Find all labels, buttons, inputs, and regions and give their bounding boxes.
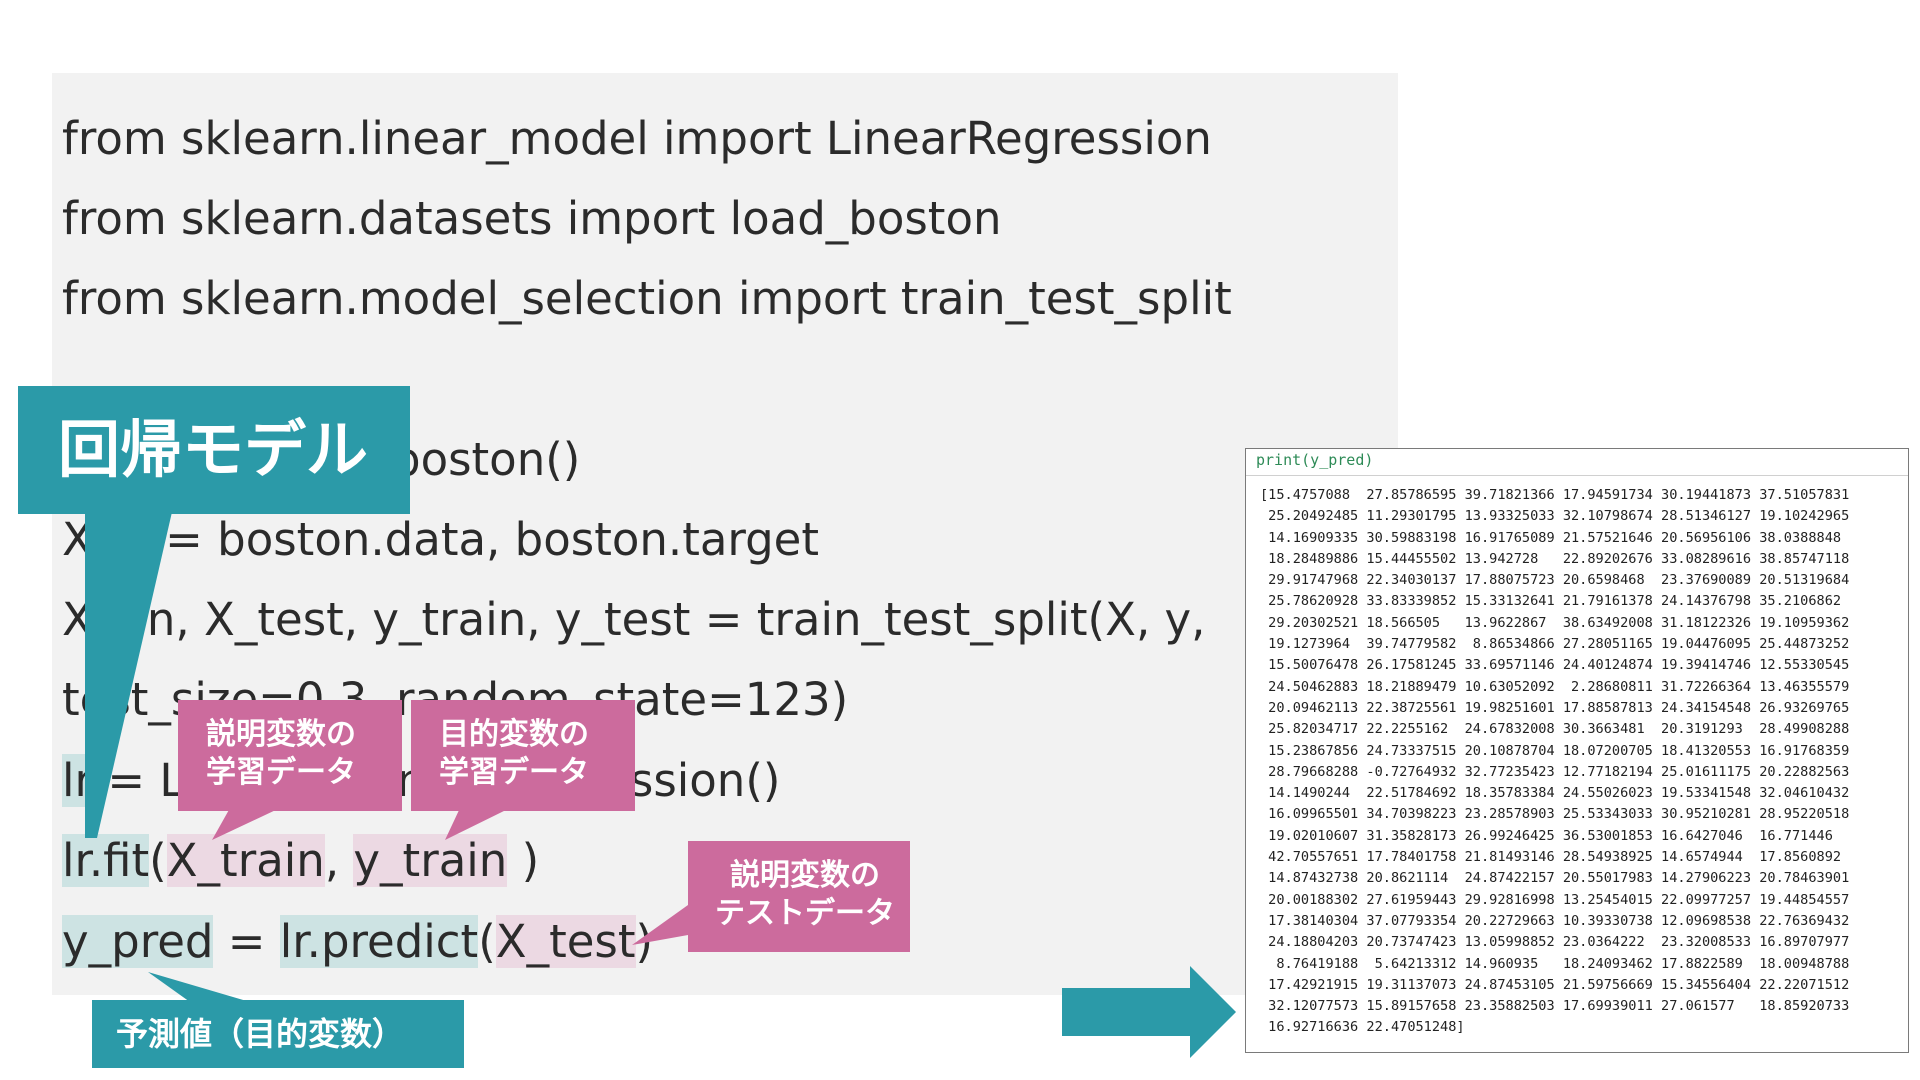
x-train-callout-line1: 説明変数の bbox=[206, 717, 356, 752]
output-line: 16.92716636 22.47051248] bbox=[1260, 1019, 1465, 1036]
output-line: 17.42921915 19.31137073 24.87453105 21.5… bbox=[1260, 976, 1850, 993]
output-line: 16.09965501 34.70398223 23.28578903 25.5… bbox=[1260, 806, 1850, 823]
x-train-callout-pointer bbox=[212, 808, 280, 840]
x-train-callout-line2: 学習データ bbox=[206, 755, 356, 790]
output-line: 19.1273964 39.74779582 8.86534866 27.280… bbox=[1260, 636, 1850, 653]
code-line-5-rest: = boston.data, boston.target bbox=[150, 513, 820, 566]
output-line: 28.79668288 -0.72764932 32.77235423 12.7… bbox=[1260, 763, 1850, 780]
code-line-1: from sklearn.linear_model import LinearR… bbox=[62, 112, 1212, 165]
output-line: 20.00188302 27.61959443 29.92816998 13.2… bbox=[1260, 891, 1850, 908]
output-line: 42.70557651 17.78401758 21.81493146 28.5… bbox=[1260, 849, 1842, 866]
output-line: 15.23867856 24.73337515 20.10878704 18.0… bbox=[1260, 742, 1850, 759]
x-test-callout-line2: テストデータ bbox=[715, 896, 895, 931]
code-line-9: lr.fit(X_train, y_train ) bbox=[62, 826, 539, 896]
output-line: 14.16909335 30.59883198 16.91765089 21.5… bbox=[1260, 529, 1842, 546]
code-paren-close: ) bbox=[507, 834, 540, 887]
y-train-callout-line2: 学習データ bbox=[439, 755, 589, 790]
code-line-4: boston() bbox=[392, 433, 581, 486]
output-line: 20.09462113 22.38725561 19.98251601 17.8… bbox=[1260, 699, 1850, 716]
output-line: [15.4757088 27.85786595 39.71821366 17.9… bbox=[1260, 487, 1850, 503]
output-line: 17.38140304 37.07793354 20.22729663 10.3… bbox=[1260, 912, 1850, 929]
x-train-callout: 説明変数の 学習データ bbox=[178, 700, 402, 811]
output-line: 32.12077573 15.89157658 23.35882503 17.6… bbox=[1260, 998, 1850, 1015]
title-callout-pointer bbox=[85, 512, 172, 838]
output-header: print(y_pred) bbox=[1246, 449, 1908, 476]
output-line: 25.82034717 22.2255162 24.67832008 30.36… bbox=[1260, 721, 1850, 738]
x-test-callout-line1: 説明変数の bbox=[730, 858, 880, 893]
y-train-callout: 目的変数の 学習データ bbox=[411, 700, 635, 811]
code-x-test: X_test bbox=[495, 915, 636, 968]
code-paren-open: ( bbox=[149, 834, 167, 887]
output-line: 15.50076478 26.17581245 33.69571146 24.4… bbox=[1260, 657, 1850, 674]
prediction-output: [15.4757088 27.85786595 39.71821366 17.9… bbox=[1260, 485, 1849, 1039]
output-line: 8.76419188 5.64213312 14.960935 18.24093… bbox=[1260, 955, 1850, 972]
right-arrow-icon bbox=[1062, 966, 1236, 1058]
code-line-6-rest: ain, X_test, y_train, y_test = train_tes… bbox=[106, 593, 1206, 646]
code-lr-predict: lr.predict bbox=[279, 915, 479, 968]
output-line: 14.1490244 22.51784692 18.35783384 24.55… bbox=[1260, 785, 1850, 802]
y-train-callout-pointer bbox=[445, 808, 510, 840]
title-callout: 回帰モデル bbox=[18, 386, 410, 514]
code-line-10: y_pred = lr.predict(X_test) bbox=[62, 907, 653, 977]
code-x-train: X_train bbox=[166, 834, 325, 887]
code-y-pred: y_pred bbox=[62, 915, 214, 968]
output-line: 18.28489886 15.44455502 13.942728 22.892… bbox=[1260, 550, 1850, 567]
code-y-train: y_train bbox=[353, 834, 508, 887]
output-line: 19.02010607 31.35828173 26.99246425 36.5… bbox=[1260, 827, 1833, 844]
output-window: print(y_pred) [15.4757088 27.85786595 39… bbox=[1245, 448, 1909, 1053]
output-line: 24.50462883 18.21889479 10.63052092 2.28… bbox=[1260, 678, 1850, 695]
x-test-callout-pointer bbox=[632, 905, 688, 945]
print-command: print(y_pred) bbox=[1256, 451, 1374, 469]
y-pred-callout-pointer bbox=[148, 972, 250, 1002]
code-line-10-eq: = bbox=[213, 915, 280, 968]
output-line: 29.20302521 18.566505 13.9622867 38.6349… bbox=[1260, 614, 1850, 631]
code-line-3: from sklearn.model_selection import trai… bbox=[62, 272, 1232, 325]
y-pred-callout: 予測値（目的変数） bbox=[92, 1000, 464, 1068]
code-line-10-paren-open: ( bbox=[478, 915, 496, 968]
code-line-2: from sklearn.datasets import load_boston bbox=[62, 192, 1002, 245]
output-line: 29.91747968 22.34030137 17.88075723 20.6… bbox=[1260, 572, 1850, 589]
code-comma: , bbox=[324, 834, 354, 887]
output-line: 25.20492485 11.29301795 13.93325033 32.1… bbox=[1260, 508, 1850, 525]
x-test-callout: 説明変数の テストデータ bbox=[688, 841, 910, 952]
y-train-callout-line1: 目的変数の bbox=[439, 717, 589, 752]
output-line: 24.18804203 20.73747423 13.05998852 23.0… bbox=[1260, 934, 1850, 951]
code-lr-fit: lr.fit bbox=[62, 834, 150, 887]
output-line: 14.87432738 20.8621114 24.87422157 20.55… bbox=[1260, 870, 1850, 887]
output-line: 25.78620928 33.83339852 15.33132641 21.7… bbox=[1260, 593, 1842, 610]
